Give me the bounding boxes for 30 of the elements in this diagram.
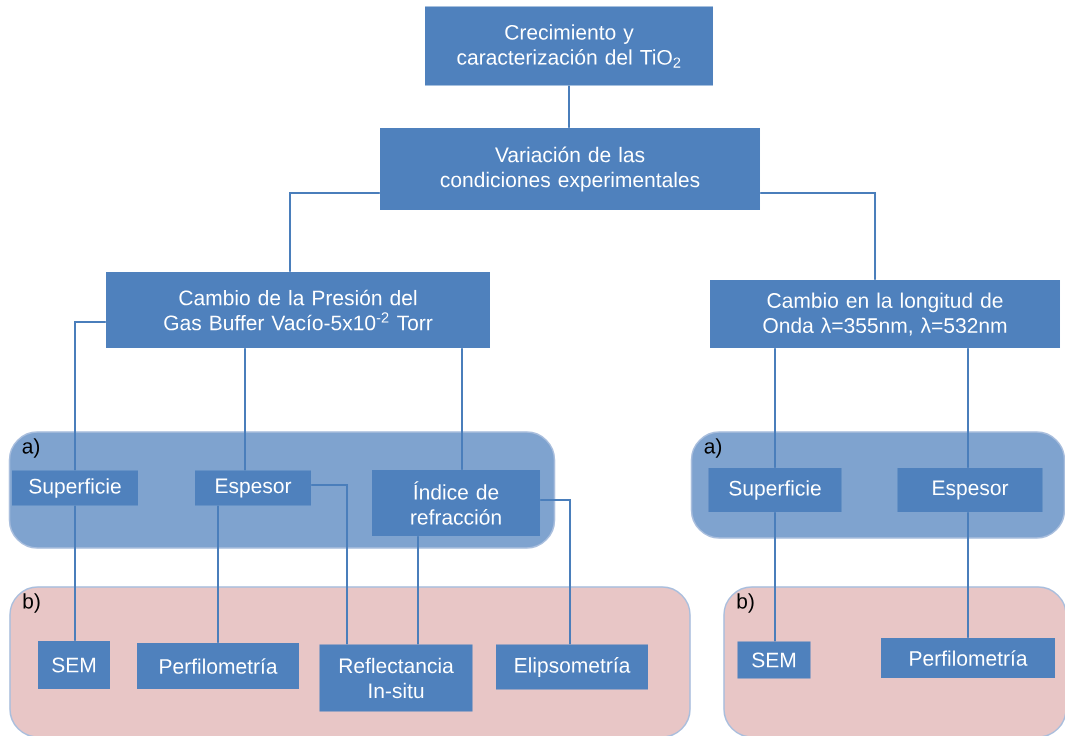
- connector-line: [310, 484, 348, 646]
- connector-line: [217, 504, 219, 644]
- process-box: Reflectancia In-situ: [319, 644, 473, 712]
- connector-line: [967, 511, 969, 639]
- process-box: SEM: [38, 641, 110, 689]
- connector-line: [967, 347, 969, 469]
- connector-line: [74, 504, 76, 642]
- process-box: Perfilometría: [881, 638, 1055, 678]
- connector-line: [461, 347, 463, 471]
- connector-line: [539, 499, 571, 646]
- process-box: Perfilometría: [137, 643, 299, 689]
- process-box: Espesor: [897, 468, 1043, 512]
- process-box: Cambio de la Presión del Gas Buffer Vacío-5x10$^{-2}$ Torr: [106, 272, 490, 348]
- connector-line: [417, 535, 419, 646]
- process-box: SEM: [737, 641, 811, 679]
- connector-line: [74, 321, 107, 472]
- connector-line: [244, 347, 246, 472]
- connector-line: [759, 192, 876, 281]
- process-box: Superficie: [12, 470, 138, 506]
- connector-line: [289, 192, 381, 273]
- process-box: Superficie: [708, 468, 842, 512]
- connector-line: [774, 347, 776, 469]
- process-box: Elipsometría: [496, 644, 648, 690]
- connector-line: [568, 84, 570, 129]
- process-box: Variación de las condiciones experimentales: [380, 128, 760, 210]
- process-box: Índice de refracción: [372, 470, 540, 536]
- connector-line: [774, 511, 776, 643]
- process-box: Crecimiento y caracterización del TiO$_{2}$: [425, 6, 713, 86]
- process-box: Espesor: [195, 470, 311, 506]
- process-box: Cambio en la longitud de Onda λ=355nm, λ=532nm: [710, 280, 1060, 348]
